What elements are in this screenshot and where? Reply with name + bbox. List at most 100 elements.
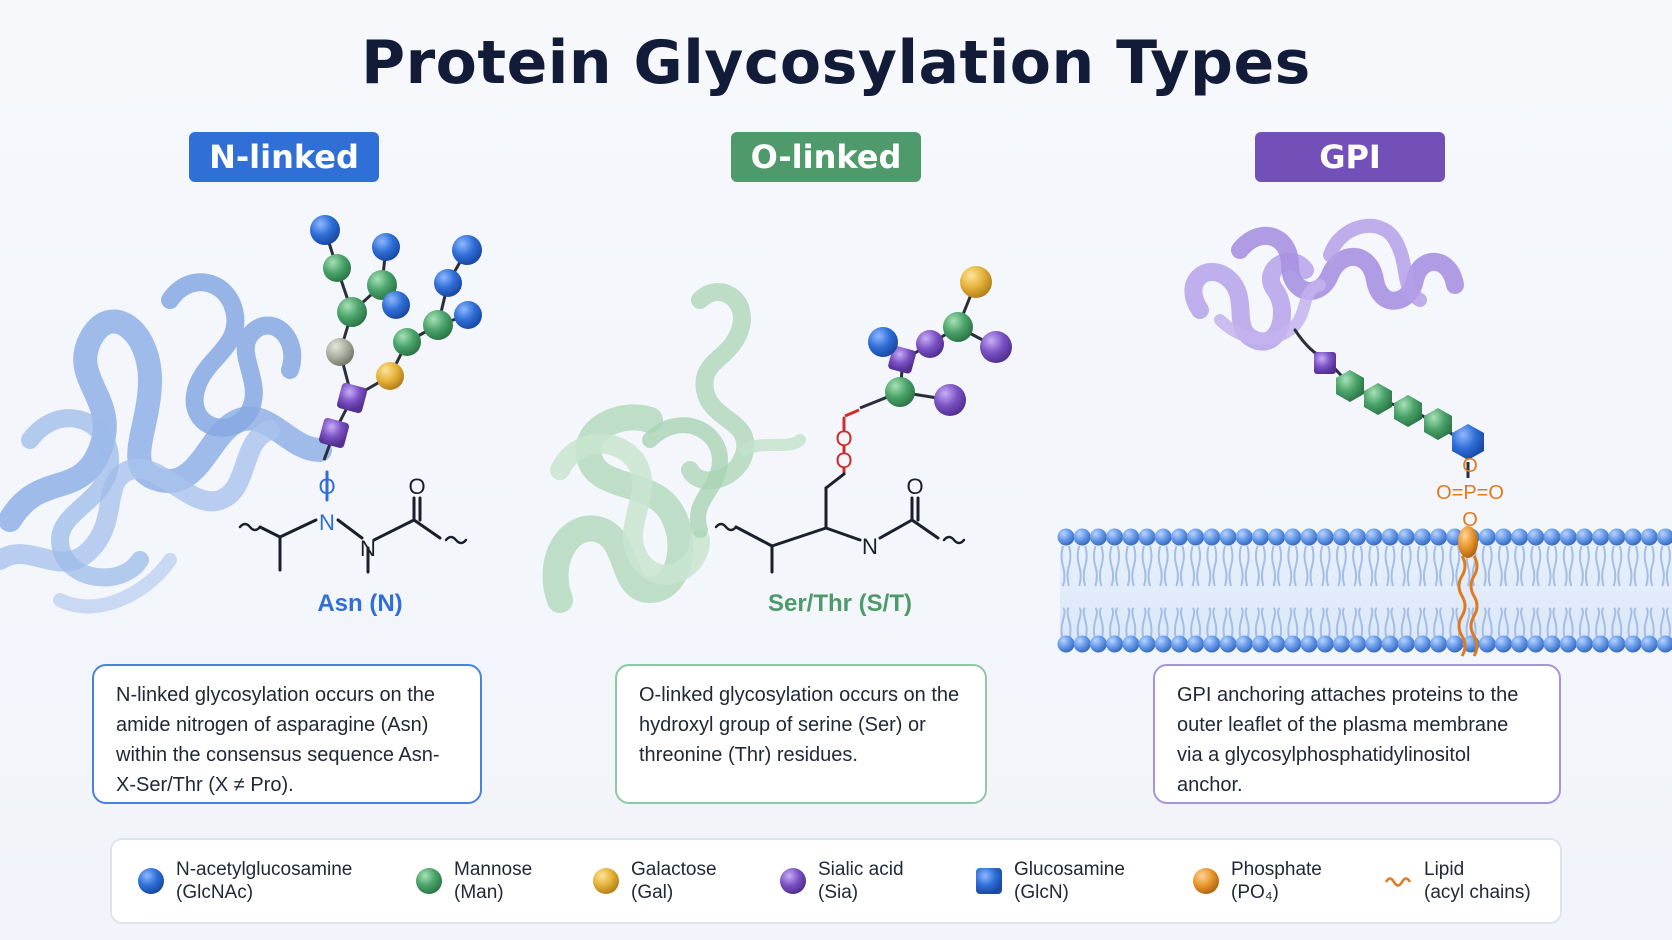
lipid-head-outer	[1397, 528, 1415, 546]
plasma-membrane	[1057, 528, 1672, 653]
lipid-tail	[1400, 545, 1412, 641]
lipid-head-inner	[1300, 635, 1318, 653]
lipid-head-inner	[1511, 635, 1529, 653]
lipid-head-outer	[1154, 528, 1172, 546]
lipid-tail	[1190, 545, 1202, 641]
lipid-head-inner	[1122, 635, 1140, 653]
lipid-head-outer	[1073, 528, 1091, 546]
description-n-linked: N-linked glycosylation occurs on the ami…	[92, 664, 482, 804]
lipid-tail	[1125, 545, 1137, 641]
legend-abbr: (GlcNAc)	[176, 882, 254, 903]
legend-name: Lipid	[1424, 859, 1465, 880]
purple-sphere-icon	[780, 868, 806, 894]
legend-name: Mannose	[454, 859, 533, 880]
lipid-head-inner	[1251, 635, 1269, 653]
lipid-head-outer	[1430, 528, 1448, 546]
legend-abbr: (Man)	[454, 882, 504, 903]
n-linked-nitrogen-atom: N	[319, 510, 335, 535]
lipid-head-outer	[1203, 528, 1221, 546]
lipid-head-inner	[1138, 635, 1156, 653]
lipid-head-inner	[1494, 635, 1512, 653]
lipid-tail	[1352, 545, 1364, 641]
lipid-head-outer	[1494, 528, 1512, 546]
lipid-tail	[1530, 545, 1542, 641]
legend-abbr: (Sia)	[818, 882, 859, 903]
lipid-head-outer	[1511, 528, 1529, 546]
badge-gpi: GPI	[1255, 132, 1445, 182]
badge-n-linked: N-linked	[189, 132, 379, 182]
orange-sphere-icon	[1193, 868, 1219, 894]
blue-square-icon	[976, 868, 1002, 894]
n-linked-oxygen-atom: O	[318, 474, 335, 499]
lipid-tail	[1238, 545, 1250, 641]
lipid-head-outer	[1138, 528, 1156, 546]
lipid-tail	[1416, 545, 1428, 641]
lipid-tail	[1514, 545, 1526, 641]
lipid-head-inner	[1656, 635, 1672, 653]
lipid-tail	[1659, 545, 1671, 641]
lipid-head-inner	[1575, 635, 1593, 653]
lipid-head-inner	[1543, 635, 1561, 653]
lipid-tail	[1206, 545, 1218, 641]
legend-abbr: (PO₄)	[1231, 882, 1279, 903]
lipid-tail	[1109, 545, 1121, 641]
yellow-sphere-icon	[593, 868, 619, 894]
gpi-phosphate-label: O=P=O	[1436, 482, 1504, 504]
wavy-line-icon	[1384, 877, 1412, 887]
lipid-tail	[1141, 545, 1153, 641]
lipid-head-inner	[1446, 635, 1464, 653]
lipid-head-outer	[1478, 528, 1496, 546]
n-linked-amide-nitrogen: N	[360, 536, 376, 561]
green-sphere-icon	[416, 868, 442, 894]
lipid-head-inner	[1235, 635, 1253, 653]
legend-name: Galactose	[631, 859, 717, 880]
lipid-head-outer	[1349, 528, 1367, 546]
residue-label-ser-thr: Ser/Thr (S/T)	[767, 590, 912, 617]
lipid-tail	[1481, 545, 1493, 641]
n-linked-glycan-tree	[310, 215, 482, 461]
legend-item-lipid: Lipid(acyl chains)	[1384, 858, 1531, 904]
lipid-head-outer	[1170, 528, 1188, 546]
lipid-head-inner	[1413, 635, 1431, 653]
legend-item-sialic-acid: Sialic acid(Sia)	[778, 858, 904, 904]
lipid-head-inner	[1640, 635, 1658, 653]
lipid-head-inner	[1332, 635, 1350, 653]
lipid-head-inner	[1316, 635, 1334, 653]
lipid-tail	[1368, 545, 1380, 641]
lipid-tail	[1578, 545, 1590, 641]
lipid-head-inner	[1365, 635, 1383, 653]
lipid-tail	[1060, 545, 1072, 641]
lipid-tail	[1465, 545, 1477, 641]
lipid-tail	[1303, 545, 1315, 641]
lipid-head-inner	[1106, 635, 1124, 653]
lipid-head-inner	[1057, 635, 1075, 653]
gpi-protein-ribbon	[1184, 218, 1464, 360]
lipid-head-inner	[1170, 635, 1188, 653]
lipid-head-inner	[1624, 635, 1642, 653]
gpi-phosphate-oxygen-top: O	[1462, 455, 1478, 477]
legend-abbr: (GlcN)	[1014, 882, 1069, 903]
legend-item-phosphate: Phosphate(PO₄)	[1191, 858, 1322, 904]
lipid-head-outer	[1284, 528, 1302, 546]
gpi-glycan-chain	[1314, 352, 1484, 478]
lipid-head-outer	[1365, 528, 1383, 546]
lipid-tail	[1287, 545, 1299, 641]
description-gpi: GPI anchoring attaches proteins to the o…	[1153, 664, 1561, 804]
lipid-head-outer	[1527, 528, 1545, 546]
lipid-head-inner	[1349, 635, 1367, 653]
lipid-head-inner	[1268, 635, 1286, 653]
lipid-tail	[1222, 545, 1234, 641]
lipid-head-inner	[1478, 635, 1496, 653]
lipid-tail	[1595, 545, 1607, 641]
o-linked-glycan-tree	[844, 266, 1012, 418]
o-linked-amide-nitrogen: N	[862, 534, 878, 559]
legend-name: N-acetylglucosamine	[176, 859, 353, 880]
lipid-head-outer	[1057, 528, 1075, 546]
lipid-head-inner	[1203, 635, 1221, 653]
lipid-head-outer	[1413, 528, 1431, 546]
legend-abbr: (Gal)	[631, 882, 674, 903]
lipid-tail	[1335, 545, 1347, 641]
lipid-tail	[1319, 545, 1331, 641]
lipid-tail	[1173, 545, 1185, 641]
lipid-tail	[1092, 545, 1104, 641]
